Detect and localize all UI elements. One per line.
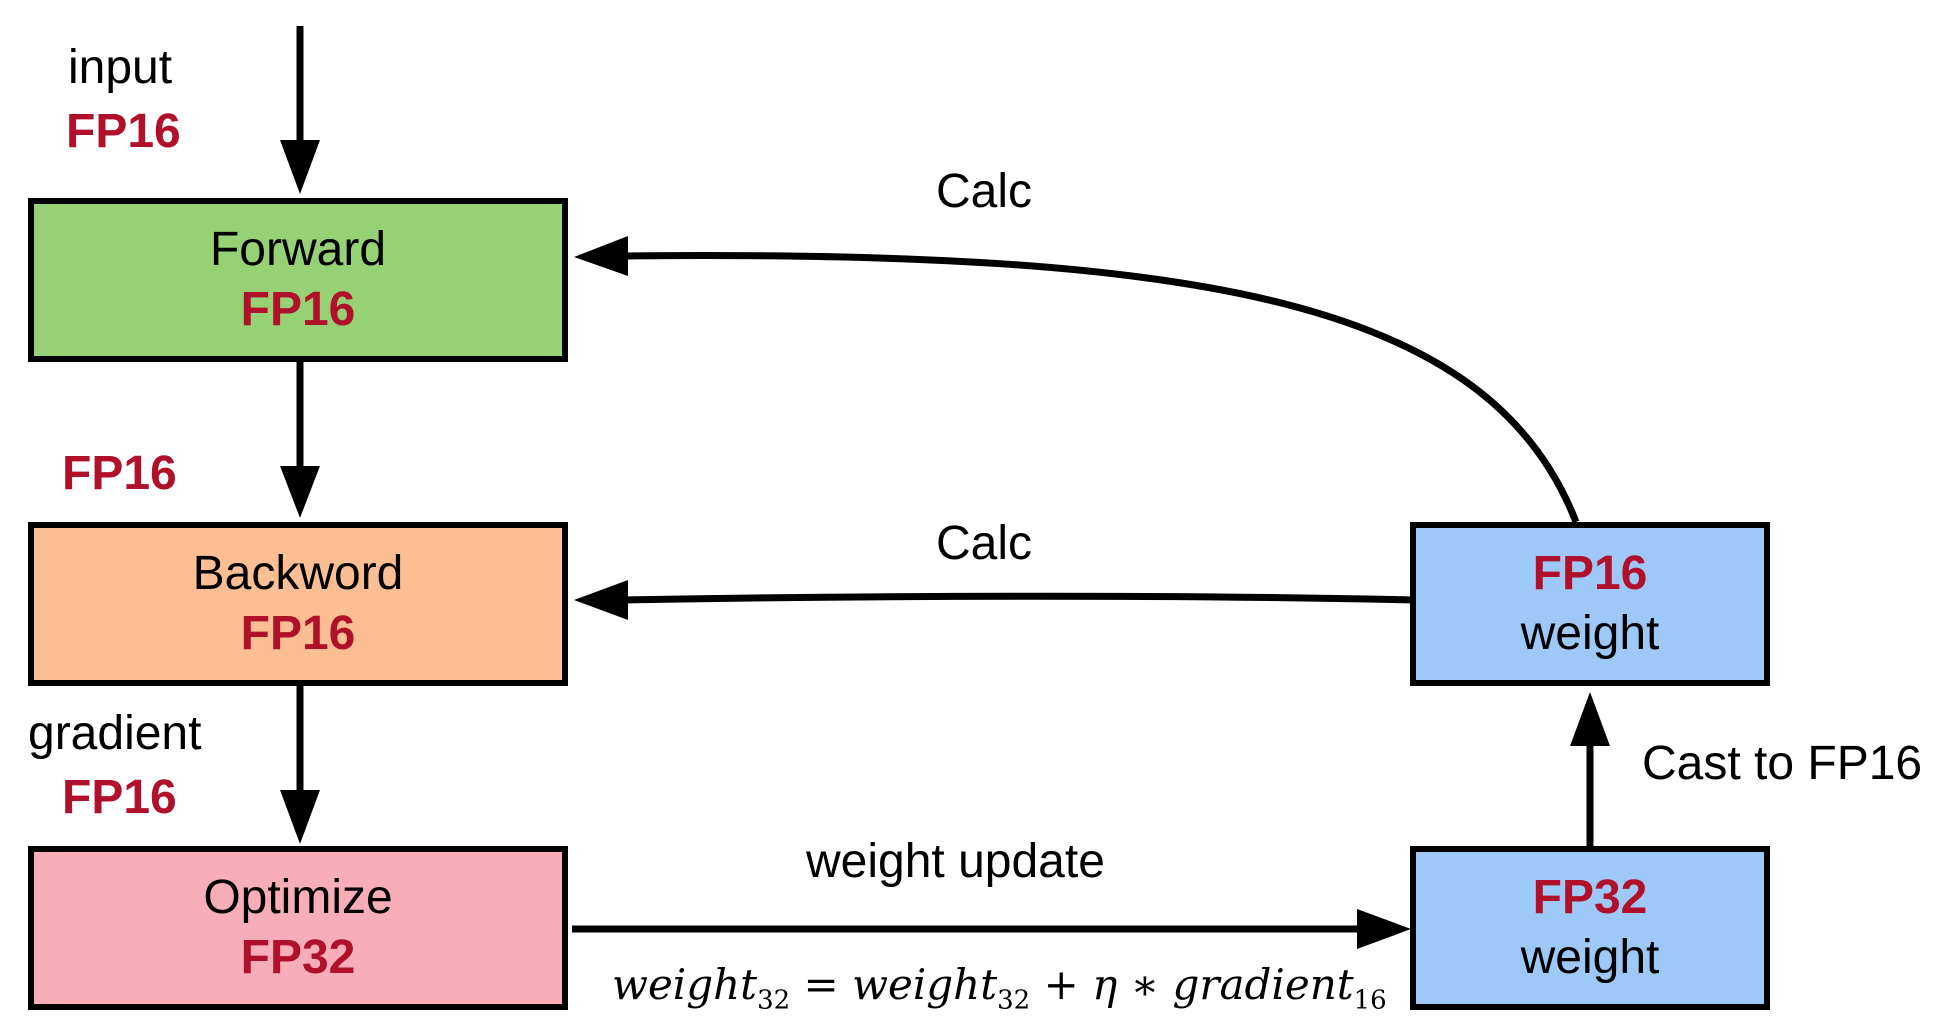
backward-box: Backword FP16 — [28, 522, 568, 686]
formula-lhs-sub: 32 — [757, 985, 791, 1016]
weight-update-label: weight update — [806, 835, 1105, 888]
optimize-box: Optimize FP32 — [28, 846, 568, 1010]
fp32-weight-precision: FP32 — [1532, 871, 1648, 924]
forward-precision: FP16 — [240, 283, 356, 336]
cast-arrowhead — [1570, 692, 1610, 746]
formula-lhs: weight — [612, 960, 758, 1009]
calc-backward-label: Calc — [936, 517, 1033, 570]
calc-forward-label: Calc — [936, 165, 1033, 218]
backward-title: Backword — [192, 547, 404, 600]
fp16-weight-precision: FP16 — [1532, 547, 1648, 600]
cast-label: Cast to FP16 — [1642, 737, 1923, 790]
formula-eq: = — [790, 960, 853, 1009]
fp32-weight-label: weight — [1520, 931, 1660, 984]
input-precision: FP16 — [66, 105, 181, 158]
backward-precision: FP16 — [240, 607, 356, 660]
fp16-weight-label: weight — [1520, 607, 1660, 660]
activation-precision: FP16 — [62, 447, 177, 500]
update-formula: weight32 = weight32 + η ∗ gradient16 — [612, 960, 1387, 1015]
forward-box: Forward FP16 — [28, 198, 568, 362]
forward-to-backward-arrowhead — [280, 466, 320, 518]
formula-rhs2: gradient — [1172, 960, 1354, 1009]
formula-rhs2-sub: 16 — [1353, 985, 1387, 1016]
optimize-precision: FP32 — [240, 931, 356, 984]
gradient-precision: FP16 — [62, 771, 177, 824]
backward-to-optimize-arrowhead — [280, 790, 320, 844]
optimize-to-fp32-arrowhead — [1357, 909, 1411, 949]
input-label: input — [68, 41, 173, 94]
input-arrowhead — [280, 140, 320, 194]
calc-backward-line — [619, 592, 1413, 604]
fp16-weight-box: FP16 weight — [1410, 522, 1770, 686]
formula-plus: + η ∗ — [1030, 960, 1173, 1009]
calc-forward-arrowhead — [574, 236, 628, 276]
formula-rhs1: weight — [852, 960, 998, 1009]
formula-rhs1-sub: 32 — [997, 985, 1031, 1016]
gradient-label: gradient — [28, 707, 202, 760]
fp32-weight-box: FP32 weight — [1410, 846, 1770, 1010]
calc-backward-arrowhead — [574, 580, 628, 620]
forward-title: Forward — [209, 223, 387, 276]
optimize-title: Optimize — [203, 871, 393, 924]
calc-forward-line — [619, 252, 1580, 524]
